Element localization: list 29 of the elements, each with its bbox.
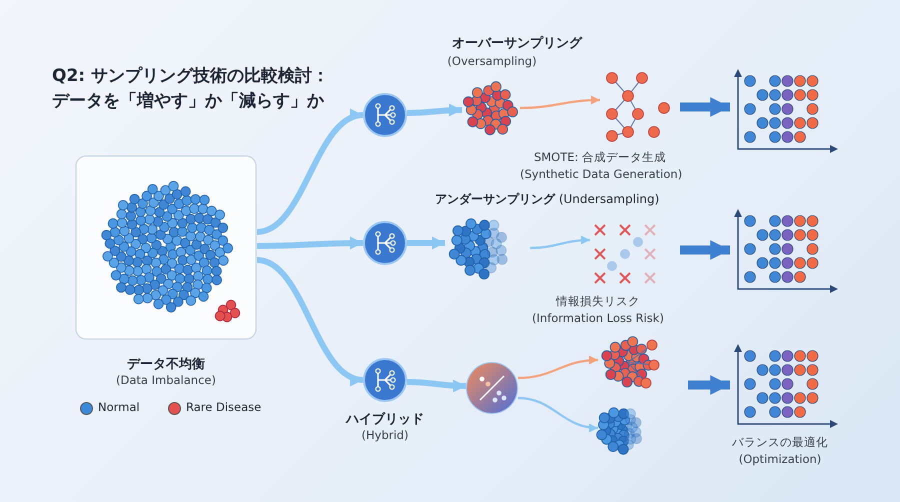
- arrow: [518, 396, 598, 432]
- title: Q2: サンプリング技術の比較検討：データを「増やす」か「減らす」か: [52, 65, 330, 113]
- node-label: (Information Loss Risk): [531, 311, 665, 325]
- node-label: (Synthetic Data Generation): [520, 167, 680, 181]
- arrow: [256, 257, 364, 384]
- node-label: ハイブリッド: [344, 410, 425, 428]
- arrow: [406, 379, 466, 392]
- node-label: 情報損失リスク: [554, 294, 641, 309]
- node-label: (Data Imbalance): [115, 373, 217, 387]
- arrow: [680, 97, 730, 117]
- node-label: アンダーサンプリング (Undersampling): [435, 191, 660, 208]
- arrow: [406, 104, 462, 117]
- arrow: [530, 236, 590, 250]
- arrow: [688, 375, 730, 395]
- node-label: (Oversampling): [446, 54, 538, 68]
- arrow: [256, 236, 364, 250]
- arrow: [680, 240, 730, 260]
- arrow: [518, 356, 598, 380]
- node-label: (Optimization): [738, 452, 822, 466]
- node-label: (Hybrid): [360, 428, 410, 442]
- arrow: [407, 236, 445, 250]
- node-label: オーバーサンプリング: [451, 34, 584, 52]
- arrow: [256, 111, 364, 235]
- node-label: バランスの最適化: [731, 435, 829, 450]
- legend-label: Normal: [98, 400, 140, 414]
- arrow: [520, 96, 600, 110]
- node-label: データ不均衡: [126, 356, 206, 373]
- node-label: SMOTE: 合成データ生成: [532, 150, 668, 165]
- legend-label: Rare Disease: [186, 400, 262, 414]
